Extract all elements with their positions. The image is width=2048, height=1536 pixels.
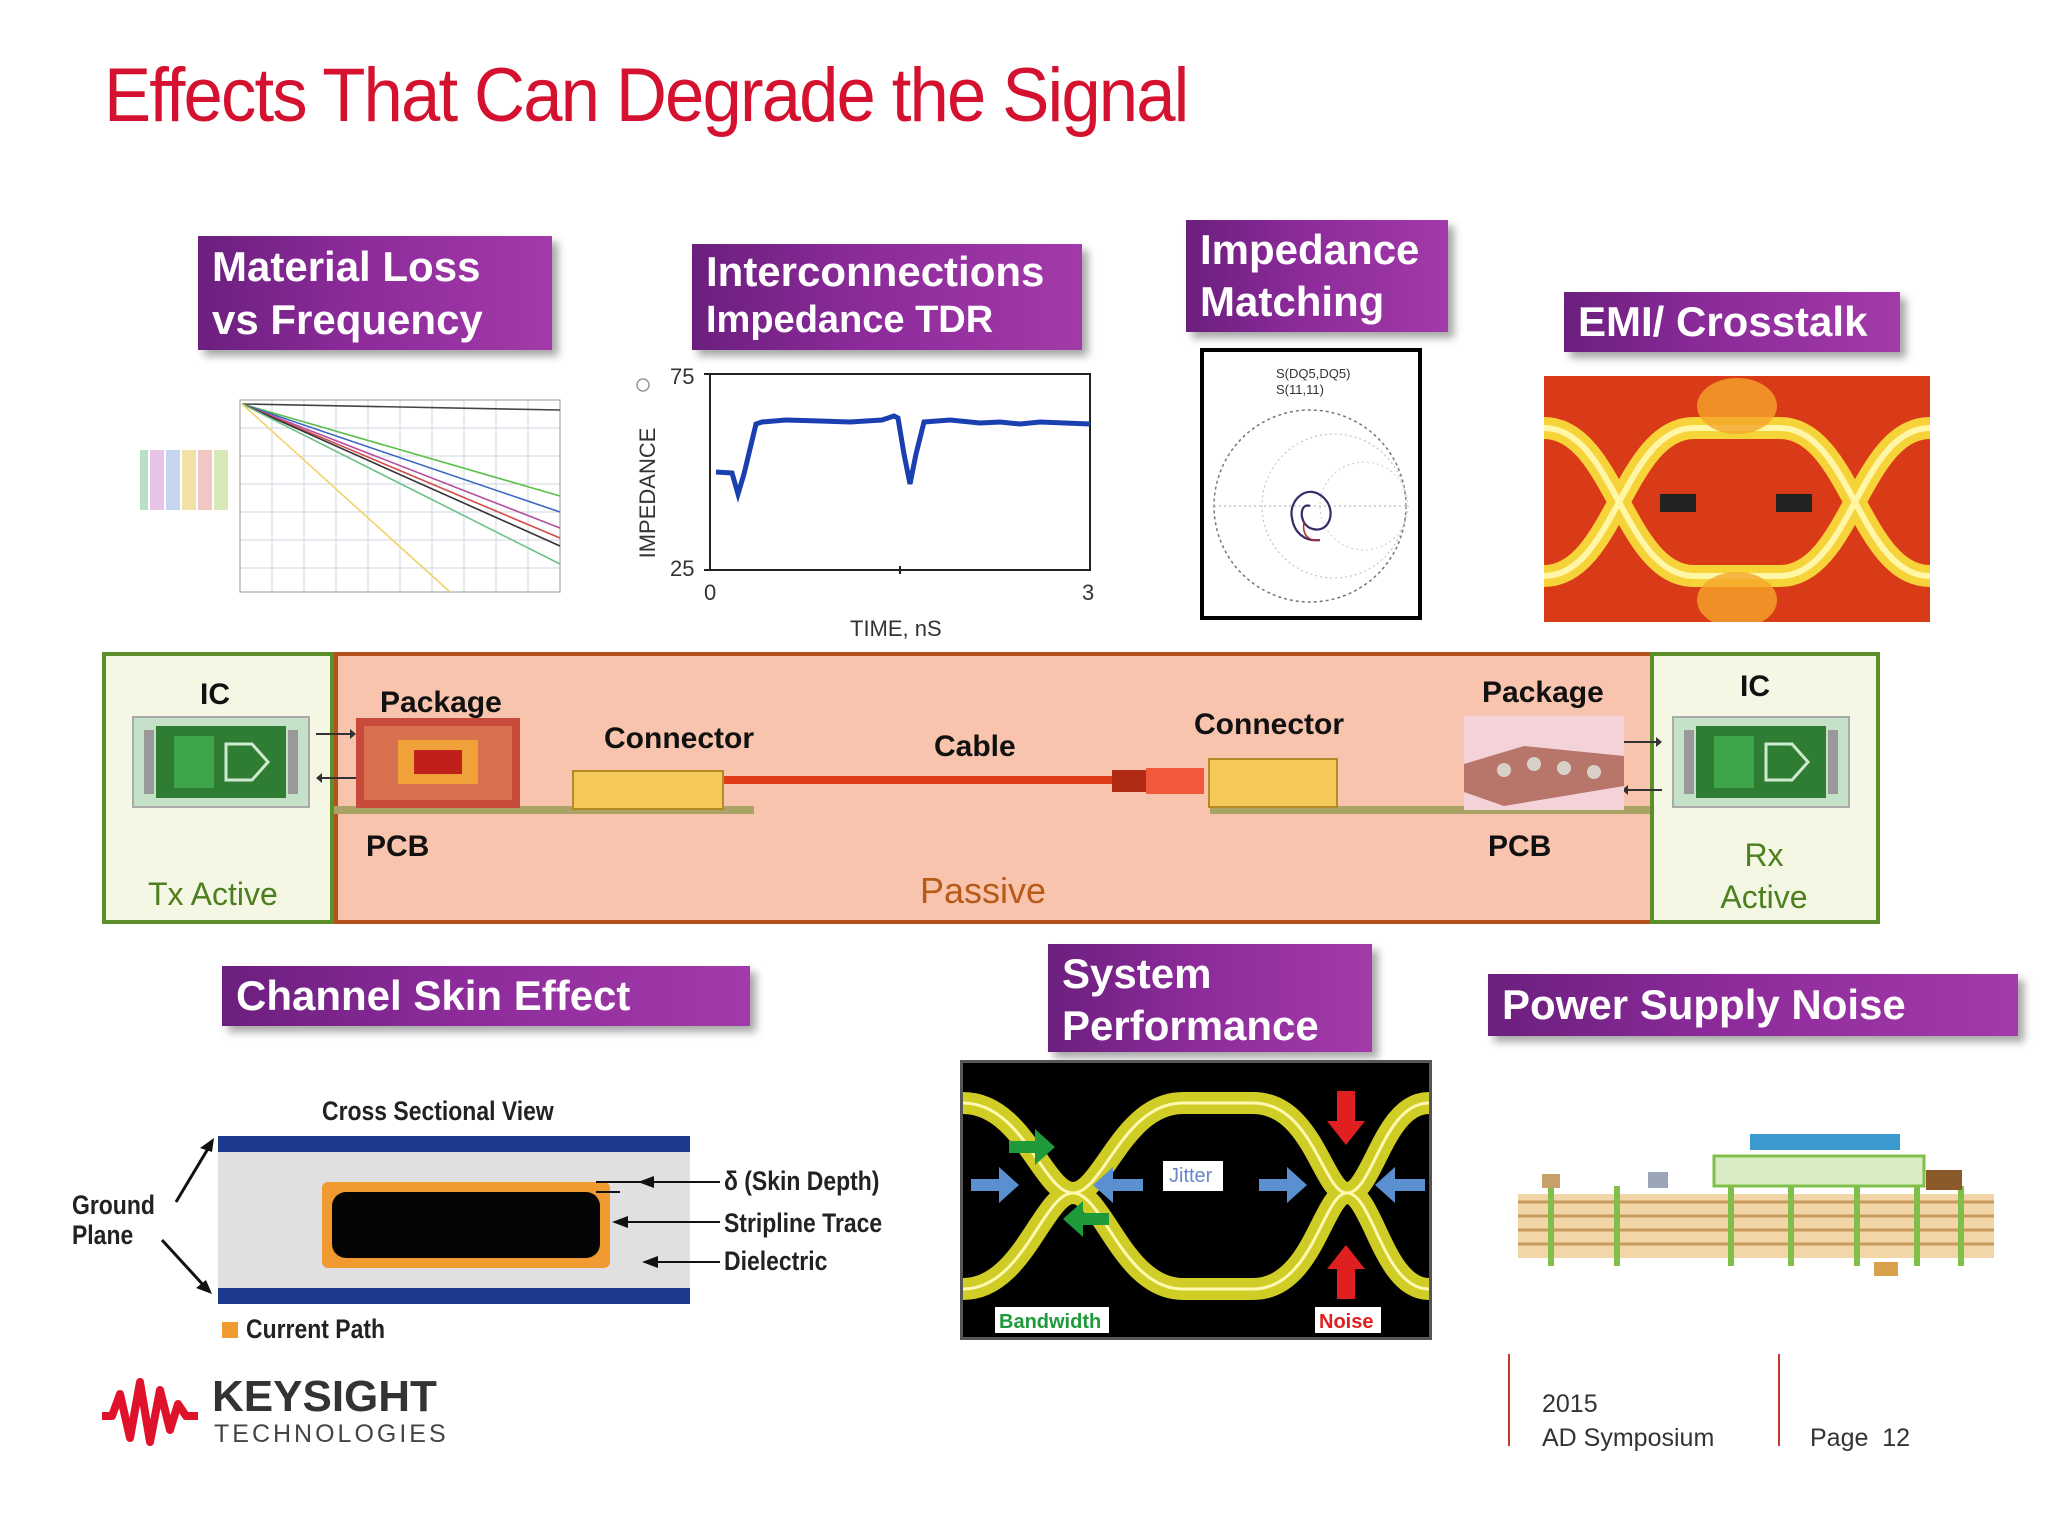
material-loss-line1: Material Loss — [212, 243, 481, 290]
impedance-matching-label: Impedance Matching — [1186, 220, 1448, 332]
channel-skin-effect-label: Channel Skin Effect — [222, 966, 750, 1026]
interconnections-label: Interconnections Impedance TDR — [692, 244, 1082, 350]
power-supply-pcb-image — [1514, 1122, 1998, 1284]
package-left-label: Package — [380, 686, 502, 719]
tdr-x-axis-label: TIME, nS — [850, 616, 942, 641]
connector-left-image — [572, 770, 724, 810]
footer-page-number: Page 12 — [1810, 1424, 1911, 1452]
connector-left-label: Connector — [604, 722, 754, 755]
system-eye-diagram: Jitter Bandwidth Noise — [960, 1060, 1432, 1340]
package-right-label: Package — [1482, 676, 1604, 709]
cable-image — [724, 776, 1164, 784]
emi-eye-diagram — [1544, 376, 1930, 622]
impedance-matching-line1: Impedance — [1200, 226, 1420, 273]
interconnections-line1: Interconnections — [706, 248, 1045, 295]
rx-active-label: Rx Active — [1704, 834, 1824, 918]
material-loss-label: Material Loss vs Frequency — [198, 236, 552, 350]
package-left-image — [356, 718, 520, 808]
tdr-chart: 75 25 0 3 TIME, nS IMPEDANCE — [620, 360, 1100, 650]
system-performance-label: System Performance — [1048, 944, 1372, 1052]
rx-signal-arrows — [1622, 737, 1662, 795]
interconnections-line2: Impedance TDR — [706, 299, 994, 341]
noise-label: Noise — [1319, 1311, 1374, 1333]
jitter-label: Jitter — [1169, 1165, 1213, 1187]
stripline-trace-label: Stripline Trace — [724, 1208, 883, 1238]
smith-legend-1: S(DQ5,DQ5) — [1276, 366, 1351, 381]
bandwidth-label: Bandwidth — [999, 1311, 1102, 1333]
tdr-y-tick-top: 75 — [670, 364, 695, 389]
tx-ic-chip — [132, 716, 310, 808]
dielectric-label: Dielectric — [724, 1246, 828, 1276]
ground-plane-line2: Plane — [72, 1220, 134, 1250]
keysight-brand-sub: TECHNOLOGIES — [214, 1420, 449, 1448]
tx-ic-label: IC — [200, 678, 230, 711]
cross-section-heading: Cross Sectional View — [322, 1096, 554, 1126]
passive-label: Passive — [920, 870, 1047, 911]
skin-effect-diagram: Cross Sectional View Ground Plane δ (Ski… — [60, 1090, 920, 1350]
skin-depth-label: δ (Skin Depth) — [724, 1166, 880, 1196]
smith-legend-2: S(11,11) — [1276, 382, 1324, 397]
slide-title: Effects That Can Degrade the Signal — [104, 53, 1189, 138]
pcb-left-label: PCB — [366, 830, 430, 863]
tdr-x-tick-end: 3 — [1082, 580, 1095, 605]
ground-plane-line1: Ground — [72, 1190, 155, 1220]
pcb-right-strip — [1210, 806, 1650, 814]
footer-divider-1 — [1508, 1354, 1510, 1446]
impedance-matching-line2: Matching — [1200, 278, 1385, 325]
tx-active-label: Tx Active — [148, 876, 278, 912]
material-loss-line2: vs Frequency — [212, 296, 483, 343]
keysight-brand: KEYSIGHT — [212, 1372, 437, 1421]
tdr-x-tick-start: 0 — [704, 580, 717, 605]
footer-year: 2015 — [1542, 1390, 1598, 1418]
connector-right-label: Connector — [1194, 708, 1344, 741]
keysight-logo-icon — [100, 1368, 200, 1448]
rx-active-line1: Rx — [1744, 837, 1784, 873]
pcb-right-label: PCB — [1488, 830, 1552, 863]
passive-region — [334, 652, 1654, 924]
smith-chart: S(DQ5,DQ5) S(11,11) — [1200, 348, 1422, 620]
tdr-y-axis-label: IMPEDANCE — [635, 427, 660, 559]
rx-ic-chip — [1672, 716, 1850, 808]
current-path-label: Current Path — [246, 1314, 386, 1344]
pcb-left-strip — [334, 806, 754, 814]
package-right-image — [1464, 716, 1624, 810]
rx-ic-label: IC — [1740, 670, 1770, 703]
footer-event: AD Symposium — [1542, 1424, 1715, 1452]
rx-active-line2: Active — [1720, 879, 1808, 915]
connector-right-image — [1208, 758, 1338, 808]
footer-divider-2 — [1778, 1354, 1780, 1446]
tx-signal-arrows — [316, 729, 356, 783]
tdr-y-tick-bottom: 25 — [670, 556, 695, 581]
cable-label: Cable — [934, 730, 1016, 763]
emi-crosstalk-label: EMI/ Crosstalk — [1564, 292, 1900, 352]
system-performance-line1: System — [1062, 950, 1212, 997]
ground-plane-label: Ground Plane — [72, 1190, 155, 1250]
material-loss-chart — [140, 388, 580, 604]
power-supply-noise-label: Power Supply Noise — [1488, 974, 2018, 1036]
system-performance-line2: Performance — [1062, 1002, 1319, 1049]
cable-plug-end — [1146, 768, 1204, 794]
